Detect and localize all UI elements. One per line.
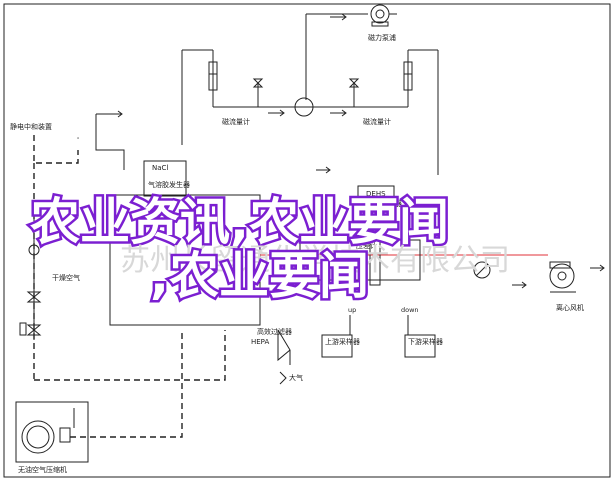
nacl-generator-box	[143, 160, 187, 197]
nacl-sub-label: 气溶胶发生器	[148, 180, 190, 189]
arrow-right-icon	[316, 166, 331, 174]
flowmeter-left-icon	[208, 61, 218, 91]
compressor-box	[15, 401, 89, 463]
dehs-sub-label: 气溶胶发生器	[360, 199, 402, 208]
compressor-label: 无油空气压缩机	[18, 465, 67, 474]
flow-orifice-icon	[473, 261, 491, 279]
pump-top-label: 磁力泵浦	[368, 33, 396, 42]
fan-label: 离心风机	[556, 303, 584, 312]
top-piping	[181, 13, 439, 175]
dry-air-label: 干燥空气	[52, 273, 80, 282]
down-label: down	[401, 306, 419, 314]
pump-top-icon	[370, 4, 397, 27]
filter-icon	[19, 322, 27, 336]
hepa-filter-icon	[277, 329, 291, 362]
test-duct	[260, 234, 548, 286]
atmosphere-label: 大气	[289, 373, 303, 382]
dehs-label: DEHS	[366, 190, 386, 198]
filter-holder-icon	[369, 234, 381, 286]
arrow-icon	[279, 371, 287, 385]
compressor-icon	[21, 408, 75, 454]
left-instrument-column	[19, 205, 42, 340]
diagram-frame	[3, 3, 611, 478]
arrow-right-icon	[330, 13, 347, 21]
arrow-right-icon	[512, 281, 527, 289]
supply-line	[95, 114, 125, 170]
filter-test-section	[299, 239, 421, 281]
valve-icon	[252, 78, 264, 107]
arrow-right-icon	[590, 264, 605, 272]
up-sampler-box	[321, 334, 353, 358]
flowmeter-right-label: 磁流量计	[363, 117, 391, 126]
arrow-right-icon	[268, 109, 285, 117]
fan-icon	[549, 261, 576, 293]
flowmeter-right-icon	[403, 61, 413, 91]
arrow-right-icon	[96, 110, 123, 118]
controller-label: 静电中和装置	[10, 122, 52, 131]
headline-watermark: 农业资讯,农业要闻	[30, 193, 449, 251]
gauge-icon	[28, 244, 40, 256]
arrow-right-icon	[330, 109, 347, 117]
dehs-generator-box	[357, 185, 395, 211]
down-sampler-label: 下游采样器	[408, 337, 443, 346]
hepa-sub-label: HEPA	[251, 338, 269, 346]
control-signal-dashed	[33, 135, 79, 164]
mixing-chamber-icon	[294, 97, 314, 117]
nacl-label: NaCl	[152, 164, 168, 172]
pressure-gauge-label: 压差计	[356, 241, 377, 250]
valve-icon	[26, 324, 42, 336]
valve-icon	[26, 291, 42, 303]
mixing-duct-box	[109, 194, 261, 326]
company-watermark: 苏州长留通化学技术有限公司	[120, 243, 510, 278]
headline-watermark-2: ,农业要闻	[150, 247, 369, 305]
down-sampler-box	[404, 334, 436, 358]
hepa-label: 高效过滤器	[257, 327, 292, 336]
valve-icon	[348, 78, 360, 107]
up-label: up	[348, 306, 356, 314]
return-dashed-line	[34, 330, 226, 381]
compressor-outlet-dashed	[70, 330, 183, 438]
up-sampler-label: 上游采样器	[325, 337, 360, 346]
flowmeter-left-label: 磁流量计	[222, 117, 250, 126]
